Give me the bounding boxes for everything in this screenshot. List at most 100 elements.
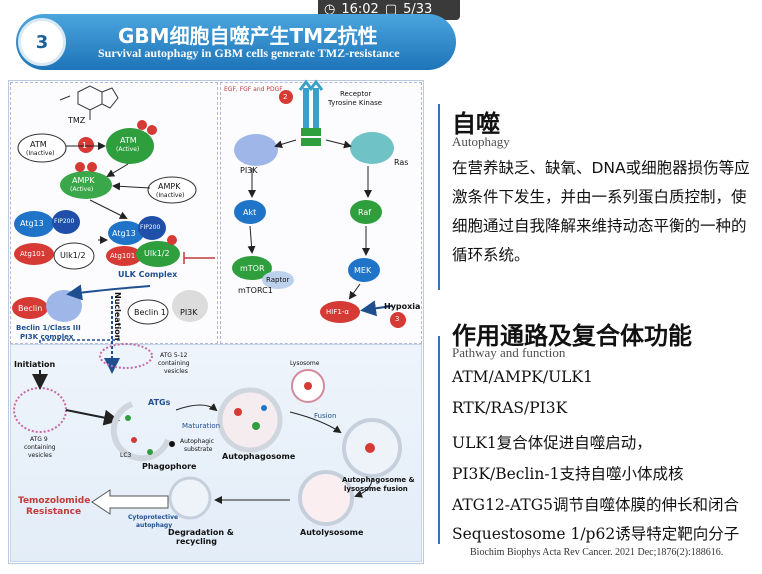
mtor-node: [232, 256, 272, 280]
ampk-inactive-node: [147, 176, 197, 204]
step-number-1: [78, 137, 94, 153]
atg13-label: Atg13: [20, 219, 44, 228]
cytoprotective-label-2: autophagy: [136, 522, 173, 529]
atm-inactive-sub: (Inactive): [26, 150, 55, 157]
egf-label: EGF, FGF and PDGF: [224, 86, 283, 93]
atg101-complex-node: [106, 246, 142, 266]
cytoprotective-shape: [168, 476, 212, 520]
num2-label: 2: [283, 93, 288, 101]
hypoxia-label: Hypoxia: [384, 302, 421, 311]
atg9-label-1: ATG 9: [30, 436, 48, 443]
ras-blob: [350, 132, 394, 164]
raf-label: Raf: [358, 208, 372, 217]
pathway-item: ATM/AMPK/ULK1: [452, 368, 593, 386]
pathway-item: Sequestosome 1/p62诱导特定靶向分子: [452, 525, 740, 543]
ampk-active-node: [60, 171, 112, 199]
section2-title: 作用通路及复合体功能: [452, 322, 692, 350]
phospho-mark: [87, 162, 97, 172]
mtorc1-label: mTORC1: [238, 286, 273, 295]
ulk12-complex-node: [136, 241, 180, 267]
atg101-node: [14, 243, 54, 265]
atg13-complex-node: [108, 221, 144, 245]
beclin1-node: [127, 299, 169, 325]
section1-text: 在营养缺乏、缺氧、DNA或细胞器损伤等应激条件下发生，并由一系列蛋白质控制，使细…: [452, 159, 750, 264]
ulk12-node: [53, 242, 95, 270]
step-number-3: [390, 312, 406, 328]
pathway-item: PI3K/Beclin-1支持自噬小体成核: [452, 465, 684, 483]
atg9-vesicles: [13, 387, 67, 433]
resistance-arrow: [91, 489, 169, 515]
phospho-mark: [167, 235, 177, 245]
ampk-inactive-label: AMPK: [158, 182, 181, 191]
clock-icon: ◷: [324, 2, 336, 17]
degradation-label-2: recycling: [176, 537, 217, 546]
phagophore-label: Phagophore: [142, 462, 197, 471]
pi3k-rtk-blob: [234, 134, 278, 166]
ulk-complex-label: ULK Complex: [118, 270, 178, 279]
raptor-node: [262, 271, 294, 289]
phagophore-membrane: [110, 401, 171, 462]
citation: Biochim Biophys Acta Rev Cancer. 2021 De…: [470, 547, 724, 558]
atgs-label: ATGs: [148, 398, 171, 407]
status-page: 5/33: [403, 2, 433, 17]
autophagosome-label: Autophagosome: [222, 452, 296, 461]
atm-active-label: ATM: [120, 136, 137, 145]
mtor-label: mTOR: [240, 264, 265, 273]
beclin-label: Beclin: [18, 304, 43, 313]
pi3k-blob: [172, 290, 208, 322]
atm-active-sub: (Active): [116, 146, 140, 153]
beclin-complex-label-1: Beclin 1/Class III: [16, 324, 81, 332]
hif-label: HIF1-α: [326, 308, 349, 316]
phospho-mark: [147, 125, 157, 135]
ampk-inactive-sub: (Inactive): [156, 192, 185, 199]
atg9-label-2: containing: [24, 444, 56, 451]
beclin-node: [12, 297, 48, 319]
hif-node: [320, 301, 360, 323]
fip200-node: [52, 210, 80, 234]
fusion-desc-1: Autophagosome &: [342, 476, 415, 484]
atm-inactive-label: ATM: [30, 140, 47, 149]
pi3k-right-label: PI3K: [240, 166, 258, 175]
section1-subtitle: Autophagy: [452, 134, 510, 149]
section1-title: 自噬: [452, 110, 500, 138]
beclin-complex-label-2: PI3K complex: [20, 333, 74, 341]
nucleation-label: Nucleation: [113, 292, 122, 341]
fip200-complex-label: FIP200: [140, 224, 161, 231]
ulk12-label: Ulk1/2: [60, 251, 86, 260]
ulk12-complex-label: Ulk1/2: [144, 249, 170, 258]
mek-label: MEK: [354, 266, 372, 275]
atg512-label-1: ATG 5-12: [160, 352, 188, 359]
degradation-label-1: Degradation &: [168, 528, 234, 537]
atg512-vesicles: [99, 343, 153, 369]
phospho-mark: [75, 162, 85, 172]
receptor-stem: [303, 88, 309, 128]
num3-label: 3: [395, 315, 400, 323]
screen-icon: ▢: [384, 2, 398, 17]
slide-subtitle: Survival autophagy in GBM cells generate…: [98, 46, 400, 60]
class3-pi3k-node: [46, 290, 82, 322]
beclin1-label: Beclin 1: [134, 308, 166, 317]
section-badge: 3: [18, 18, 66, 66]
lysosome-label: Lysosome: [290, 360, 320, 367]
lc3-label: LC3: [120, 452, 132, 459]
atg101-complex-label: Atg101: [110, 252, 136, 260]
section2-subtitle: Pathway and function: [452, 345, 566, 360]
tmz-molecule: [59, 85, 119, 120]
atm-active-node: [106, 128, 154, 164]
atg13-node: [14, 211, 54, 237]
pathway-item: RTK/RAS/PI3K: [452, 399, 568, 417]
maturation-label: Maturation: [182, 422, 221, 430]
pathway-item: ULK1复合体促进自噬启动，: [452, 434, 652, 452]
substrate-label-2: substrate: [184, 446, 213, 453]
receptor-label-1: Receptor: [340, 90, 372, 98]
fip200-label: FIP200: [54, 218, 75, 225]
akt-node: [234, 200, 266, 224]
step-number-2: [279, 90, 293, 104]
atg9-label-3: vesicles: [28, 452, 52, 459]
pathway-item: ATG12-ATG5调节自噬体膜的伸长和闭合: [452, 496, 739, 514]
section2-rule: [438, 336, 440, 544]
tmz-resistance-label-2: Resistance: [26, 507, 82, 517]
panel-atm-ampk: [10, 82, 218, 344]
ampk-active-label: AMPK: [72, 176, 95, 185]
